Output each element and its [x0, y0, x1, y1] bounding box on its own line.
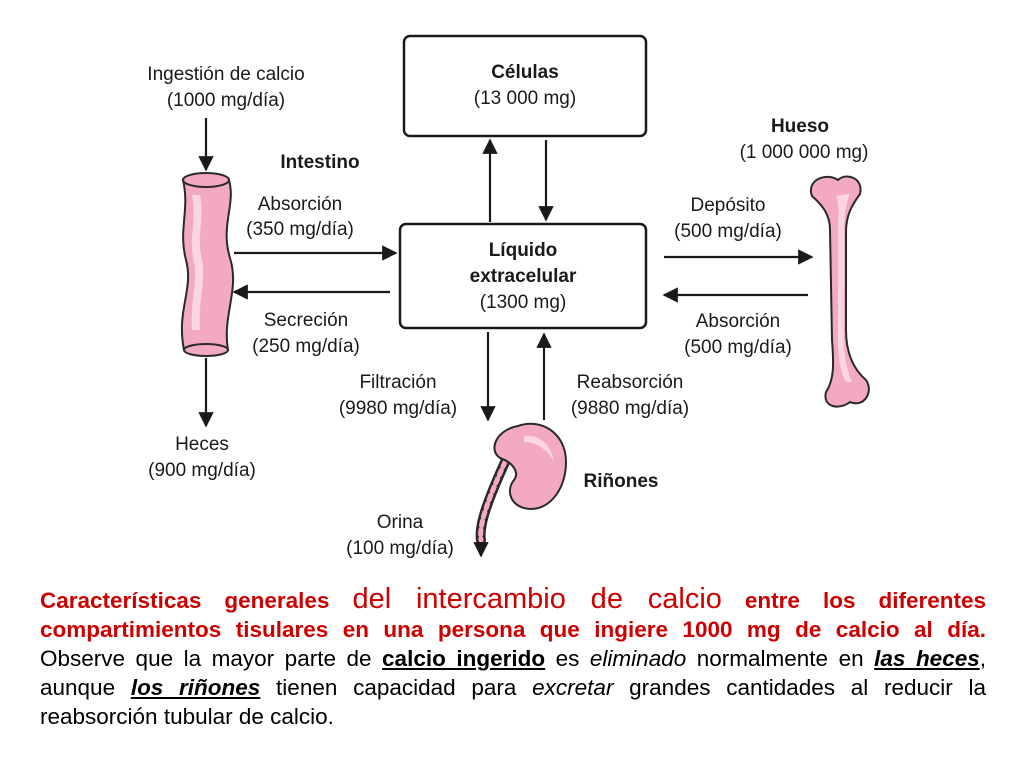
- caption-part10: , aunque: [40, 646, 987, 700]
- caption-part3: entre los diferentes compartimientos tis…: [40, 588, 987, 642]
- bone-icon: [809, 175, 870, 408]
- caption-part5: calcio ingerido: [382, 646, 546, 671]
- bone-absorption-label: Absorción: [696, 311, 781, 332]
- ecf-amount: (1300 mg): [480, 292, 567, 313]
- intestine-icon: [180, 172, 235, 357]
- urine-label: Orina: [377, 512, 424, 533]
- gut-secretion-label: Secreción: [264, 310, 349, 331]
- gut-absorption-amount: (350 mg/día): [246, 219, 354, 240]
- caption-part1: Características generales: [40, 588, 353, 613]
- ecf-box: Líquido extracelular (1300 mg): [398, 222, 648, 330]
- cells-box: Células (13 000 mg): [402, 34, 648, 138]
- filtration-label: Filtración: [359, 372, 436, 393]
- feces-amount: (900 mg/día): [148, 460, 256, 481]
- cells-title: Células: [491, 62, 559, 83]
- calcium-exchange-diagram: Células (13 000 mg) Líquido extracelular…: [147, 34, 870, 559]
- figure-caption: Características generales del intercambi…: [40, 585, 986, 731]
- deposit-amount: (500 mg/día): [674, 221, 782, 242]
- bone-amount: (1 000 000 mg): [740, 142, 869, 163]
- gut-secretion-amount: (250 mg/día): [252, 336, 360, 357]
- intake-amount: (1000 mg/día): [167, 90, 285, 111]
- bone-title: Hueso: [771, 116, 829, 137]
- ecf-line2: extracelular: [470, 266, 577, 287]
- caption-part11: los riñones: [130, 675, 261, 700]
- feces-label: Heces: [175, 434, 229, 455]
- caption-part6: es: [545, 646, 590, 671]
- caption-part8: normalmente en: [686, 646, 875, 671]
- caption-part13: excretar: [532, 675, 614, 700]
- reabsorption-label: Reabsorción: [577, 372, 684, 393]
- intestine-label: Intestino: [280, 152, 359, 173]
- caption-part7: eliminado: [589, 646, 687, 671]
- caption-part14: grandes cantidades al reducir la reabsor…: [40, 675, 987, 729]
- intake-label: Ingestión de calcio: [147, 64, 304, 85]
- caption-part4: Observe que la mayor parte de: [40, 617, 1005, 671]
- reabsorption-amount: (9880 mg/día): [571, 398, 689, 419]
- kidney-icon: [475, 422, 568, 545]
- filtration-amount: (9980 mg/día): [339, 398, 457, 419]
- cells-amount: (13 000 mg): [474, 88, 576, 109]
- urine-amount: (100 mg/día): [346, 538, 454, 559]
- ecf-line1: Líquido: [489, 240, 558, 261]
- deposit-label: Depósito: [691, 195, 766, 216]
- bone-absorption-amount: (500 mg/día): [684, 337, 792, 358]
- gut-absorption-label: Absorción: [258, 194, 343, 215]
- kidneys-label: Riñones: [584, 471, 659, 492]
- caption-part12: tienen capacidad para: [260, 675, 533, 700]
- caption-part9: las heces: [874, 646, 980, 671]
- caption-part2: del intercambio de calcio: [352, 583, 722, 615]
